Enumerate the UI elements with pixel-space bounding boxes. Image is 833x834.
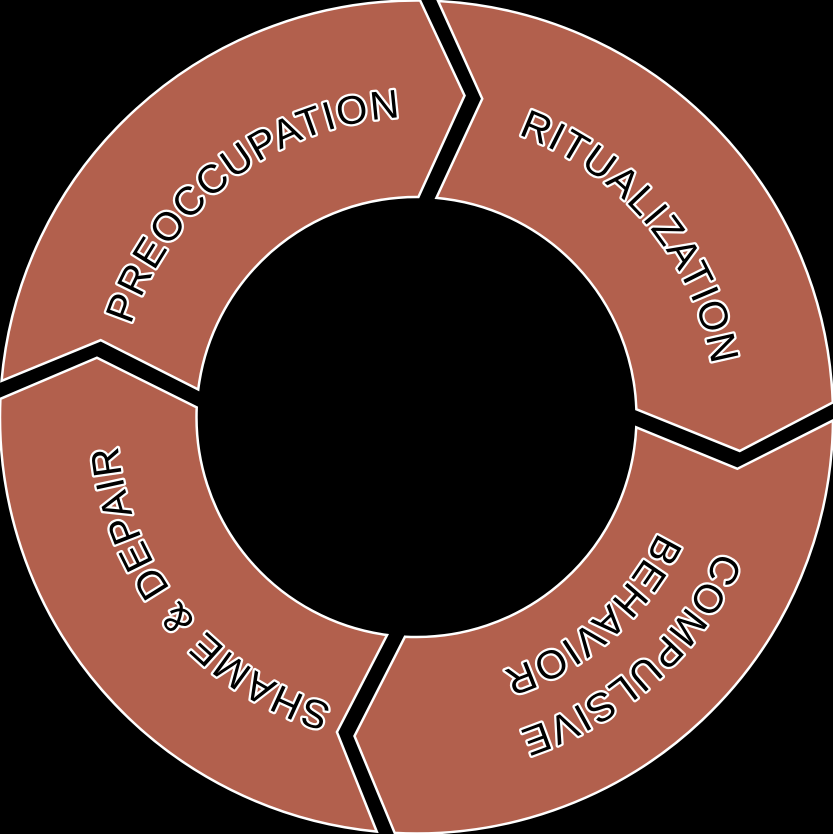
segment-preoccupation-arrow bbox=[0, 0, 466, 392]
segment-ritualization-arrow bbox=[434, 0, 833, 453]
segment-shame-despair-arrow bbox=[0, 356, 389, 834]
segment-compulsive-behavior-arrow bbox=[353, 419, 833, 834]
